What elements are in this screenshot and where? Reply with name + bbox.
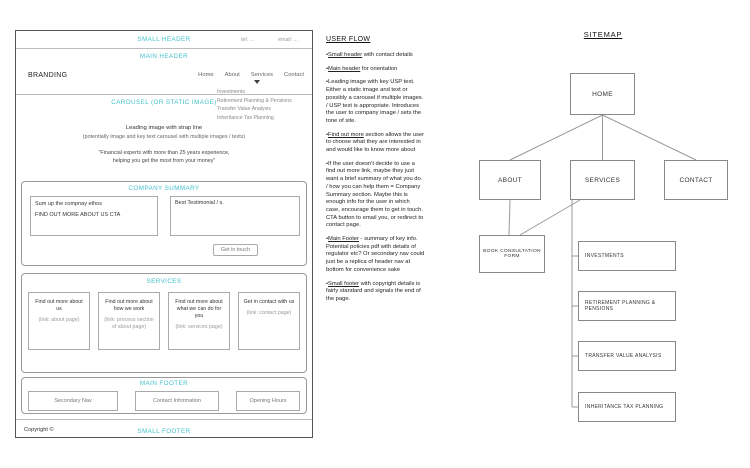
sitemap-node-investments: INVESTMENTS: [578, 241, 676, 271]
services-dropdown: Investments Retirement Planning & Pensio…: [217, 88, 312, 122]
service-card-text: Find out more about us: [35, 299, 83, 313]
bullet-text: section allows the user to choose what t…: [326, 131, 425, 154]
carousel-label: CAROUSEL (OR STATIC IMAGE): [111, 99, 217, 106]
service-card-process: Find out more about how we work (link: p…: [98, 292, 160, 350]
user-flow-bullet: Leading image with key USP text. Either …: [326, 79, 425, 125]
sitemap-node-book-consultation: BOOK CONSULTATION FORM: [479, 235, 545, 273]
services-label: SERVICES: [146, 278, 182, 285]
user-flow-panel: USER FLOW Small header with contact deta…: [326, 36, 425, 310]
nav-item-home: Home: [198, 72, 214, 78]
copyright-text: Copyright ©: [24, 427, 54, 433]
dropdown-item-inheritance: Inheritance Tax Planning: [217, 114, 274, 121]
bullet-lead: Find out more: [328, 131, 364, 138]
carousel-quote-line1: "Financial experts with more than 25 yea…: [98, 150, 230, 156]
sitemap-node-contact: CONTACT: [664, 160, 728, 200]
ethos-text: Sum up the compnay ethos: [35, 201, 102, 207]
dropdown-item-retirement: Retirement Planning & Pensions: [217, 97, 292, 104]
dropdown-item-investments: Investments: [217, 89, 245, 95]
small-header-section: SMALL HEADER tel: ... email: ...: [16, 31, 312, 49]
services-section: SERVICES Find out more about us (link: a…: [21, 273, 307, 373]
carousel-quote: "Financial experts with more than 25 yea…: [16, 150, 312, 166]
wireframe-panel: SMALL HEADER tel: ... email: ... MAIN HE…: [15, 30, 313, 438]
user-flow-bullet: Small footer with copyright details is f…: [326, 281, 425, 304]
bullet-lead: Small footer: [328, 280, 359, 287]
sitemap-node-services: SERVICES: [570, 160, 635, 200]
ethos-box: Sum up the compnay ethos FIND OUT MORE A…: [30, 196, 158, 236]
company-summary-section: COMPANY SUMMARY Sum up the compnay ethos…: [21, 181, 307, 266]
nav-item-contact: Contact: [284, 72, 304, 78]
user-flow-bullet: Find out more section allows the user to…: [326, 132, 425, 155]
testimonial-text: Best Testimonial / s.: [175, 200, 224, 206]
contact-information-box: Contact Information: [135, 391, 219, 411]
user-flow-bullet: If the user doesn't decide to use a find…: [326, 161, 425, 230]
bullet-lead: Main header: [328, 65, 361, 72]
sitemap-connector-lines: [508, 114, 697, 408]
secondary-nav-box: Secondary Nav: [28, 391, 118, 411]
nav-item-about: About: [224, 72, 240, 78]
sitemap-node-inheritance: INHERITANCE TAX PLANNING: [578, 392, 676, 422]
service-card-link: (link: contact page): [246, 310, 292, 317]
user-flow-title: USER FLOW: [326, 36, 371, 43]
bullet-text: for orientation: [360, 65, 398, 72]
user-flow-bullet: Main header for orientation: [326, 66, 425, 74]
main-footer-label: MAIN FOOTER: [139, 380, 189, 387]
sitemap-title: SITEMAP: [583, 30, 623, 39]
service-card-services: Find out more about what we can do for y…: [168, 292, 230, 350]
sitemap-node-home: HOME: [570, 73, 635, 115]
bullet-text: Leading image with key USP text. Either …: [326, 79, 424, 124]
branding-text: BRANDING: [28, 72, 68, 79]
sitemap-node-transfer: TRANSFER VALUE ANALYSIS: [578, 341, 676, 371]
bullet-text: If the user doesn't decide to use a find…: [326, 160, 424, 229]
ethos-cta-text: FIND OUT MORE ABOUT US CTA: [35, 212, 121, 219]
carousel-quote-line2: helping you get the most from your money…: [112, 157, 216, 164]
main-header-section: MAIN HEADER BRANDING Home About Services…: [16, 49, 312, 121]
small-footer-label: SMALL FOOTER: [137, 428, 191, 435]
company-summary-label: COMPANY SUMMARY: [128, 185, 200, 192]
dropdown-caret-icon: [254, 80, 260, 84]
service-card-text: Find out more about how we work: [105, 299, 153, 313]
service-card-contact: Get in contact with us (link: contact pa…: [238, 292, 300, 350]
main-nav: Home About Services Contact: [198, 72, 304, 78]
get-in-touch-button: Get in touch: [212, 244, 258, 256]
services-cards-row: Find out more about us (link: about page…: [28, 292, 300, 350]
sitemap-node-about: ABOUT: [479, 160, 541, 200]
service-card-link: (link: about page): [38, 317, 80, 324]
bullet-lead: Main Footer: [328, 236, 359, 243]
user-flow-bullet: Main Footer - summary of key info. Poten…: [326, 236, 425, 275]
bullet-text: with copyright details is fairly standar…: [326, 280, 421, 302]
sitemap-node-retirement: RETIREMENT PLANNING & PENSIONS: [578, 291, 676, 321]
small-footer-section: Copyright © SMALL FOOTER: [16, 419, 312, 439]
small-header-label: SMALL HEADER: [137, 36, 191, 43]
service-card-text: Get in contact with us: [243, 299, 295, 305]
bullet-text: - summary of key info. Potential policie…: [326, 236, 425, 273]
bullet-lead: Small header: [328, 52, 363, 58]
sitemap-panel: SITEMAP HOME ABOUT SERVICES CONTACT BOOK…: [460, 20, 748, 460]
main-footer-row: Secondary Nav Contact Information Openin…: [28, 391, 300, 411]
service-card-link: (link: services page): [175, 324, 223, 331]
main-footer-section: MAIN FOOTER Secondary Nav Contact Inform…: [21, 377, 307, 414]
testimonial-box: Best Testimonial / s.: [170, 196, 300, 236]
carousel-line1: Leading image with strap line: [125, 125, 203, 131]
service-card-about: Find out more about us (link: about page…: [28, 292, 90, 350]
service-card-link: (link: process section of about page): [104, 317, 154, 331]
opening-hours-box: Opening Hours: [236, 391, 300, 411]
carousel-line2: (potentially image and key text carousel…: [82, 134, 246, 140]
bullet-text: with contact details: [362, 52, 413, 58]
email-text: email: ...: [277, 37, 298, 43]
user-flow-bullet: Small header with contact details: [326, 52, 425, 60]
nav-item-services: Services: [250, 72, 274, 78]
service-card-text: Find out more about what we can do for y…: [175, 299, 223, 320]
dropdown-item-transfer: Transfer Value Analysis: [217, 106, 271, 113]
carousel-section: CAROUSEL (OR STATIC IMAGE) Leading image…: [16, 95, 312, 181]
main-header-label: MAIN HEADER: [139, 53, 189, 60]
tel-text: tel: ...: [241, 37, 254, 43]
